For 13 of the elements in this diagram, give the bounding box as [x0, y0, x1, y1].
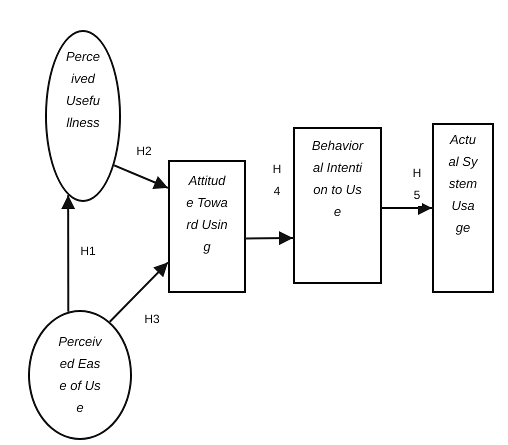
arrow: [109, 262, 169, 322]
construct-label: Perceived Ease of Use: [58, 333, 102, 417]
construct-box: [432, 123, 494, 293]
arrow: [61, 195, 76, 312]
construct-label: Attitude Toward Using: [185, 172, 229, 256]
arrow: [382, 201, 432, 215]
construct-label: Behavioral Intention to Use: [310, 137, 364, 221]
construct-label: Actual System Usage: [448, 131, 478, 237]
construct-box: [168, 160, 246, 293]
arrow: [246, 231, 294, 246]
construct-label: Perceived Usefullness: [65, 48, 101, 132]
arrow: [114, 164, 168, 189]
construct-box: [293, 127, 382, 284]
